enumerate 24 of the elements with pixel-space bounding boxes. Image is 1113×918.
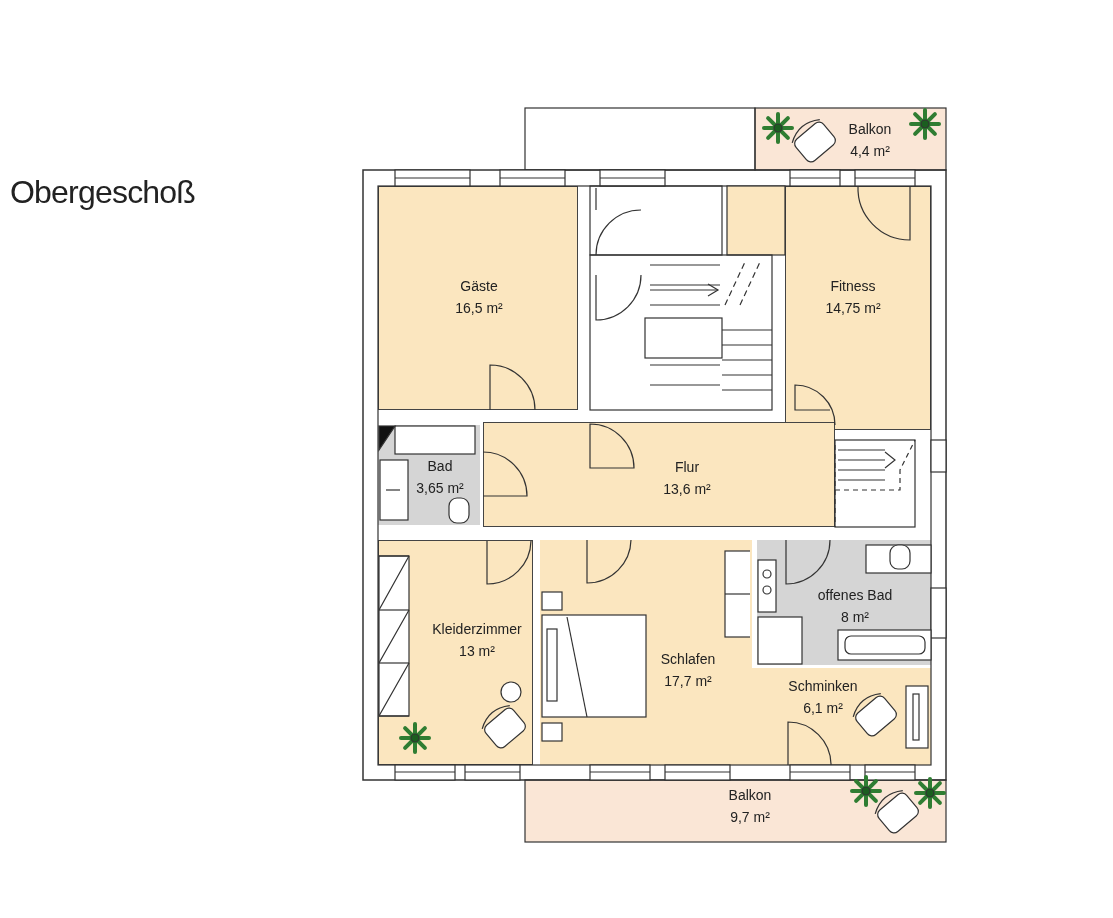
room-name: Schminken	[788, 677, 858, 696]
room-size: 13 m²	[459, 642, 495, 661]
room-name: Balkon	[728, 786, 772, 805]
room-name: Kleiderzimmer	[432, 620, 522, 639]
room-size: 13,6 m²	[663, 480, 711, 499]
room-size: 6,1 m²	[803, 699, 843, 718]
room-name: Gäste	[460, 277, 498, 296]
room-size: 16,5 m²	[455, 299, 503, 318]
room-size: 9,7 m²	[730, 808, 770, 827]
room-size: 4,4 m²	[850, 142, 890, 161]
room-size: 8 m²	[841, 608, 869, 627]
room-size: 3,65 m²	[416, 479, 464, 498]
room-size: 17,7 m²	[664, 672, 712, 691]
floor-title: Obergeschoß	[10, 173, 196, 212]
room-size: 14,75 m²	[825, 299, 881, 318]
room-name: Flur	[674, 458, 700, 477]
room-name: Balkon	[848, 120, 892, 139]
room-name: offenes Bad	[817, 586, 893, 605]
room-name: Fitness	[830, 277, 876, 296]
room-name: Bad	[427, 457, 453, 476]
room-area	[483, 422, 835, 527]
room-area	[785, 186, 931, 430]
room-area	[378, 186, 578, 410]
room-name: Schlafen	[660, 650, 716, 669]
